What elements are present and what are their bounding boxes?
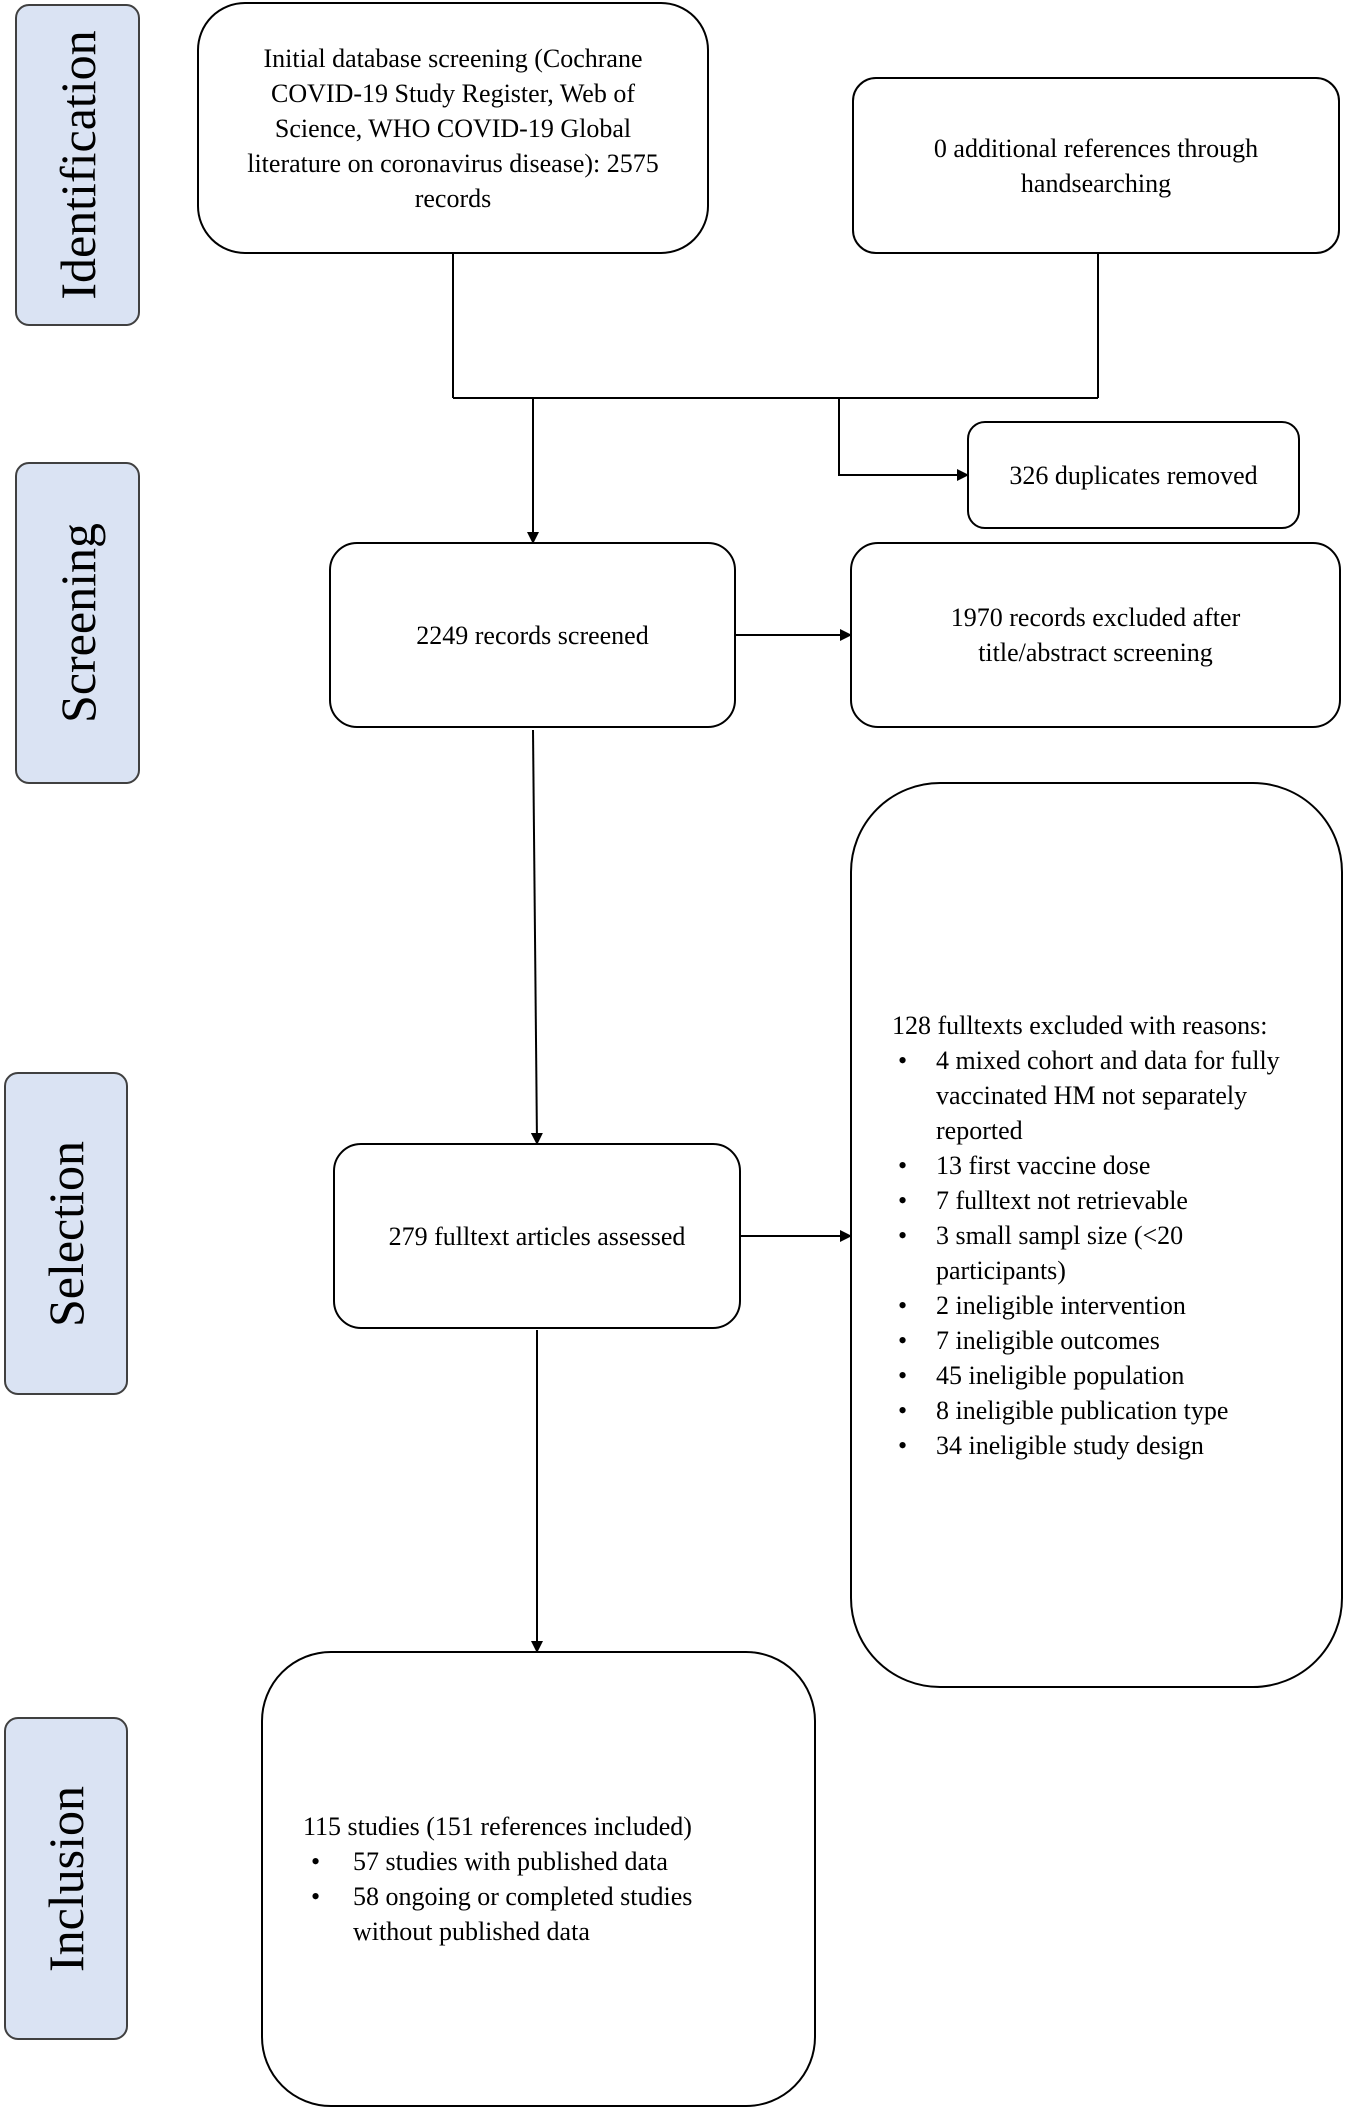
handsearch-box: 0 additional references through handsear… [852, 77, 1340, 254]
exclusion-reason: 4 mixed cohort and data for fully vaccin… [892, 1043, 1291, 1148]
included-item: 57 studies with published data [303, 1844, 774, 1879]
exclusion-reason: 13 first vaccine dose [892, 1148, 1291, 1183]
exclusion-reason: 2 ineligible intervention [892, 1288, 1291, 1323]
exclusion-reason: 34 ineligible study design [892, 1428, 1291, 1463]
exclusion-reason: 45 ineligible population [892, 1358, 1291, 1393]
arrow-to-duplicates [838, 398, 969, 481]
fulltext-assessed-box: 279 fulltext articles assessed [333, 1143, 741, 1329]
phase-selection: Selection [4, 1072, 128, 1395]
handsearch-text: 0 additional references through handsear… [933, 133, 1259, 198]
arrow-to-fulltext-assessed [530, 729, 543, 1145]
exclusion-reason: 7 ineligible outcomes [892, 1323, 1291, 1358]
database-search-box: Initial database screening (Cochrane COV… [197, 2, 709, 254]
records-screened-text: 2249 records screened [416, 620, 649, 650]
included-studies-box: 115 studies (151 references included) 57… [261, 1651, 816, 2107]
fulltext-assessed-text: 279 fulltext articles assessed [388, 1221, 686, 1251]
phase-screening: Screening [15, 462, 140, 784]
included-studies-heading: 115 studies (151 references included) [303, 1812, 692, 1841]
included-item: 58 ongoing or completed studies without … [303, 1879, 774, 1949]
fulltext-exclusion-reasons: 4 mixed cohort and data for fully vaccin… [892, 1043, 1291, 1463]
phase-inclusion: Inclusion [4, 1717, 128, 2040]
exclusion-reason: 8 ineligible publication type [892, 1393, 1291, 1428]
excluded-screening-text: 1970 records excluded after title/abstra… [950, 603, 1241, 667]
fulltext-excluded-box: 128 fulltexts excluded with reasons: 4 m… [850, 782, 1343, 1688]
excluded-screening-box: 1970 records excluded after title/abstra… [850, 542, 1341, 728]
duplicates-box: 326 duplicates removed [967, 421, 1300, 529]
database-search-text: Initial database screening (Cochrane COV… [247, 43, 659, 213]
exclusion-reason: 3 small sampl size (<20 participants) [892, 1218, 1291, 1288]
included-studies-content: 115 studies (151 references included) 57… [303, 1809, 774, 1949]
phase-identification: Identification [15, 4, 140, 326]
exclusion-reason: 7 fulltext not retrievable [892, 1183, 1291, 1218]
records-screened-box: 2249 records screened [329, 542, 736, 728]
duplicates-text: 326 duplicates removed [1009, 460, 1258, 490]
fulltext-excluded-content: 128 fulltexts excluded with reasons: 4 m… [892, 1008, 1291, 1463]
fulltext-excluded-heading: 128 fulltexts excluded with reasons: [892, 1010, 1268, 1040]
included-studies-list: 57 studies with published data 58 ongoin… [303, 1844, 774, 1949]
